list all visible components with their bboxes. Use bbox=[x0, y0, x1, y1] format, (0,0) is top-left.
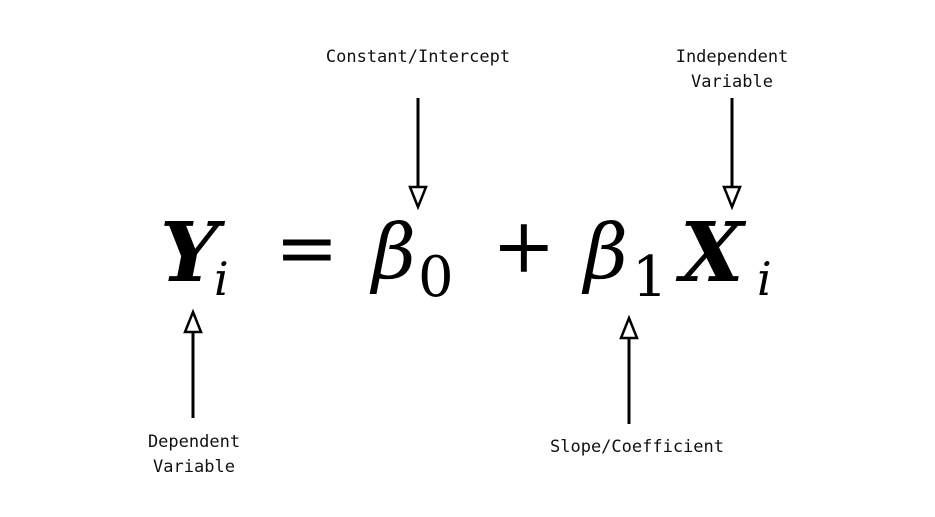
intercept-subscript: 0 bbox=[418, 245, 454, 310]
constant-arrow bbox=[408, 98, 428, 211]
equals-sign: = bbox=[275, 203, 339, 292]
dependent-arrow bbox=[183, 308, 203, 418]
plus-sign: + bbox=[492, 201, 556, 290]
dependent-variable-subscript: i bbox=[214, 252, 229, 306]
constant-intercept-label: Constant/Intercept bbox=[325, 47, 511, 67]
independent-variable-symbol: X bbox=[680, 205, 744, 301]
slope-arrow bbox=[619, 314, 639, 424]
independent-variable-subscript: i bbox=[757, 252, 772, 306]
independent-arrow bbox=[722, 98, 742, 211]
dependent-variable-label: Dependent Variable bbox=[147, 432, 241, 477]
coefficient-symbol: β bbox=[584, 207, 628, 296]
coefficient-subscript: 1 bbox=[632, 245, 668, 310]
intercept-symbol: β bbox=[372, 207, 416, 296]
slope-coefficient-label: Slope/Coefficient bbox=[550, 437, 724, 457]
dependent-variable-symbol: Y bbox=[160, 205, 219, 301]
independent-variable-label: Independent Variable bbox=[675, 47, 789, 92]
